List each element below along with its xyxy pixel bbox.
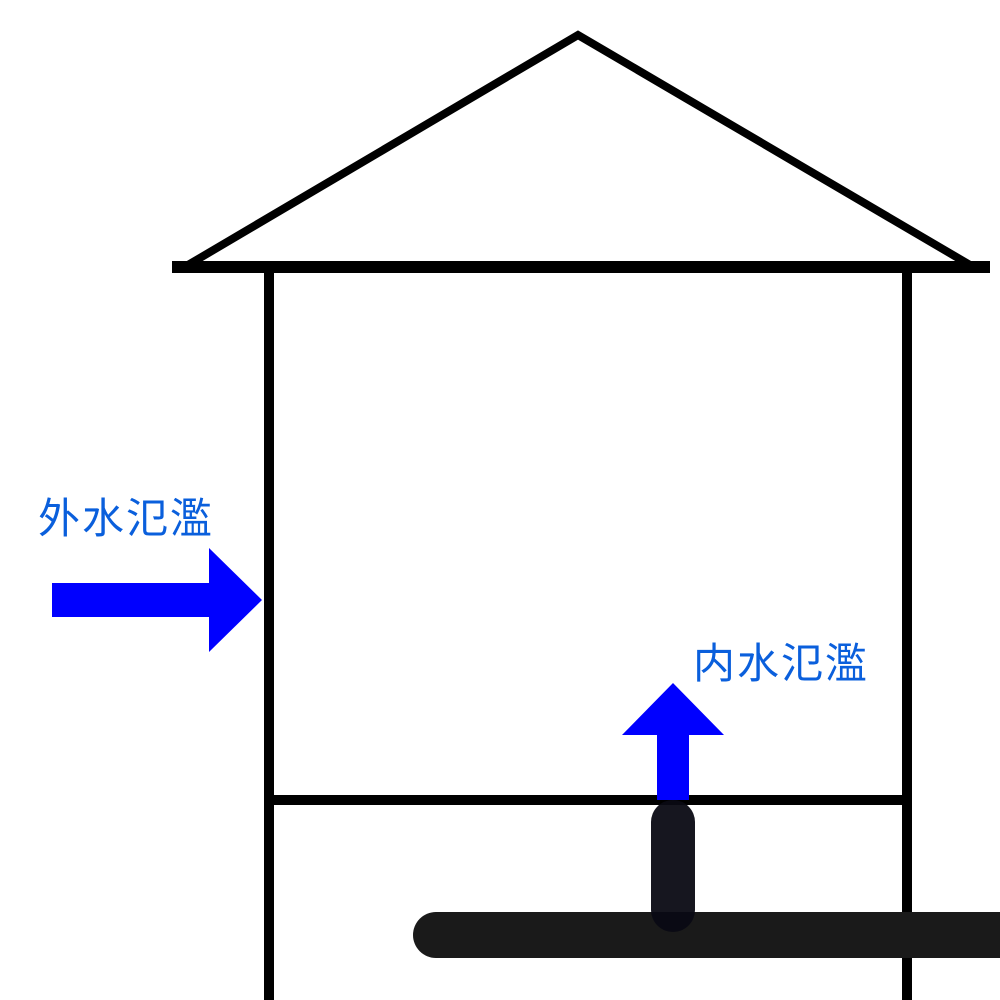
- arrow-right-icon: [52, 548, 262, 652]
- house-icon: [172, 30, 990, 1000]
- external-flooding-label: 外水氾濫: [38, 494, 214, 543]
- pipe-icon: [413, 800, 1000, 958]
- house-roof: [173, 30, 985, 269]
- arrow-up-icon: [622, 683, 724, 800]
- internal-flooding-label: 内水氾濫: [693, 639, 869, 688]
